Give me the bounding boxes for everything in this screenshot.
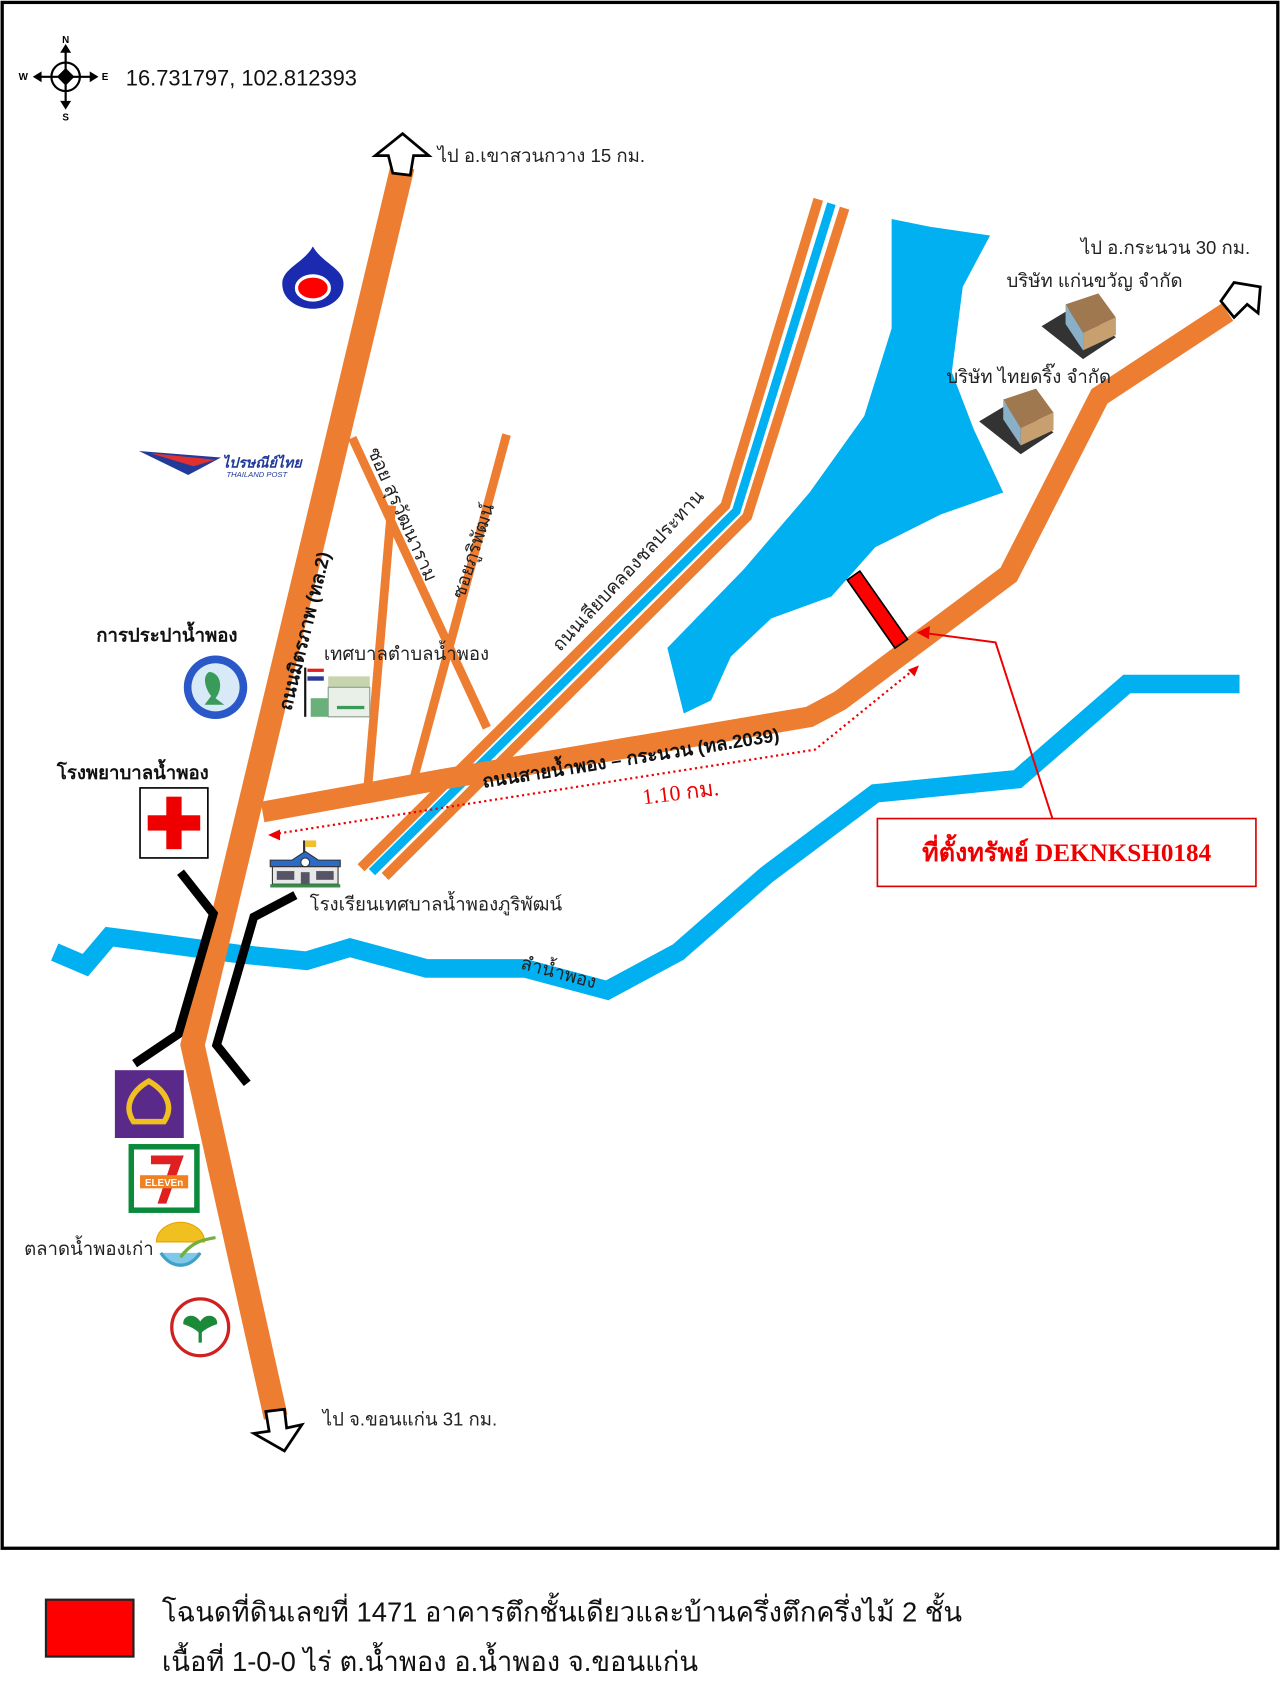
reservoir <box>667 219 1004 714</box>
seven-eleven-logo-icon: ELEVEn <box>128 1144 200 1213</box>
site-pointer-head <box>916 626 930 640</box>
canal <box>357 197 850 881</box>
map-frame <box>0 0 1280 1550</box>
municipality-building-icon <box>304 667 371 718</box>
distance-arrow-right <box>908 665 919 677</box>
factory-icon <box>1041 293 1116 360</box>
direction-north: ไป อ.เขาสวนกวาง 15 กม. <box>436 145 645 166</box>
municipality-label: เทศบาลตำบลน้ำพอง <box>324 640 489 664</box>
side-roads <box>348 433 511 791</box>
market-logo-icon <box>155 1221 216 1267</box>
arrow-northeast <box>1219 280 1262 320</box>
legend-line1: โฉนดที่ดินเลขที่ 1471 อาคารตึกชั้นเดียวแ… <box>162 1593 962 1628</box>
company2-label: บริษัท ไทยดริ๊ง จำกัด <box>946 363 1111 387</box>
distance-arrow-left <box>268 829 281 841</box>
school-building-icon <box>269 840 341 888</box>
school-label: โรงเรียนเทศบาลน้ำพองภูริพัฒน์ <box>310 890 563 915</box>
hospital-cross-icon <box>139 787 209 859</box>
bridge <box>132 869 298 1087</box>
svg-text:E: E <box>102 72 109 83</box>
coordinates: 16.731797, 102.812393 <box>126 66 357 91</box>
river-line <box>51 674 1240 1001</box>
company1-label: บริษัท แก่นขวัญ จำกัด <box>1006 270 1182 292</box>
factory-icon <box>979 388 1054 455</box>
waterworks-label: การประปาน้ำพอง <box>96 621 237 645</box>
site-label-box <box>876 817 1257 888</box>
svg-text:THAILAND POST: THAILAND POST <box>226 470 288 479</box>
site-marker[interactable] <box>846 570 909 650</box>
main-road <box>180 163 415 1420</box>
direction-south: ไป จ.ขอนแก่น 31 กม. <box>321 1409 497 1430</box>
distance-line <box>275 668 915 835</box>
ptt-logo-icon <box>282 246 344 309</box>
svg-text:W: W <box>19 72 29 83</box>
arrow-north <box>371 131 433 177</box>
hospital-label: โรงพยาบาลน้ำพอง <box>56 759 209 783</box>
direction-northeast: ไป อ.กระนวน 30 กม. <box>1079 237 1250 258</box>
svg-text:N: N <box>62 35 69 46</box>
road-2039 <box>260 303 1234 823</box>
market-label: ตลาดน้ำพองเก่า <box>24 1235 154 1259</box>
legend-swatch <box>44 1598 135 1658</box>
svg-text:S: S <box>62 113 69 124</box>
legend-line2: เนื้อที่ 1-0-0 ไร่ ต.น้ำพอง อ.น้ำพอง จ.ข… <box>162 1642 698 1677</box>
thailand-post-logo-icon: ไปรษณีย์ไทย THAILAND POST <box>138 450 303 479</box>
scb-bank-logo-icon <box>114 1070 184 1139</box>
svg-text:ELEVEn: ELEVEn <box>145 1178 183 1189</box>
kasikorn-bank-logo-icon <box>170 1297 231 1358</box>
waterworks-logo-icon <box>183 655 248 719</box>
svg-text:ไปรษณีย์ไทย: ไปรษณีย์ไทย <box>222 453 303 471</box>
site-pointer <box>921 631 1054 819</box>
arrow-south <box>249 1407 305 1453</box>
compass-icon: N S E W <box>19 35 109 124</box>
